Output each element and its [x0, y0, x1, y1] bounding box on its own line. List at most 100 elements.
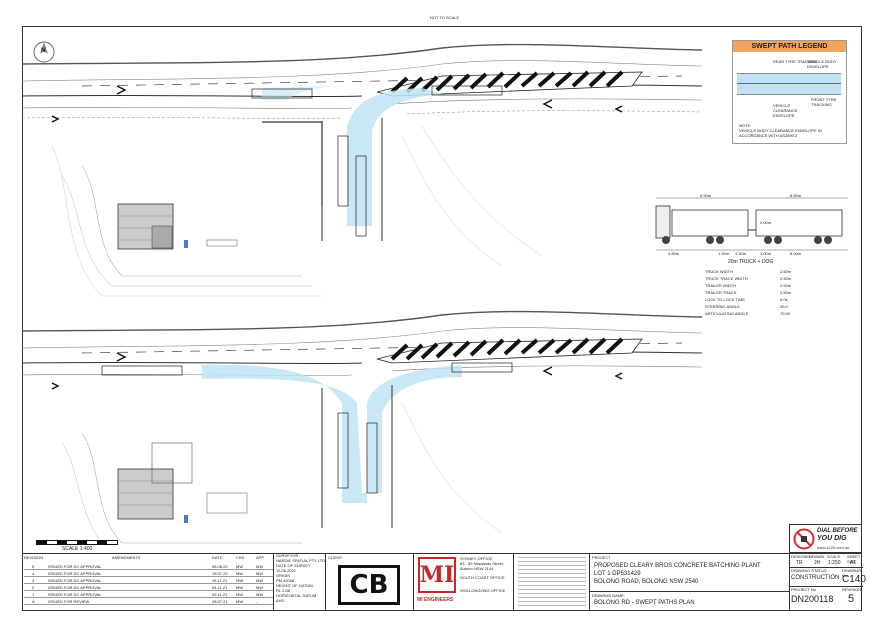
tf-divider — [790, 586, 863, 587]
legend-vehicle-body: VEHICLE BODY ENVELOPE — [807, 59, 837, 69]
client-panel: CLIENT: CB — [325, 553, 414, 611]
rev-num: 1 — [32, 592, 35, 597]
legend-title: SWEPT PATH LEGEND — [733, 41, 846, 52]
rev-ckd: MW — [236, 585, 244, 590]
rev-amend: ISSUED FOR DC APPROVAL — [48, 592, 102, 597]
copyright-notes — [513, 553, 590, 611]
rev-ckd: MW — [236, 564, 244, 569]
survey-label: HORIZONTAL DATUM — [276, 593, 317, 598]
plan-top — [22, 43, 702, 297]
tf-divider — [790, 567, 863, 568]
dim-c: 3.30m — [735, 251, 747, 256]
proj-value: DN200118 — [791, 594, 834, 604]
notes-text-block — [518, 557, 586, 607]
rev-date: 04.11.21 — [212, 585, 228, 590]
date-header: DATE — [212, 555, 223, 560]
rev-num: 5 — [32, 564, 35, 569]
survey-label: ORIGIN — [276, 573, 291, 578]
rev-amend: ISSUED FOR REVIEW — [48, 599, 90, 604]
dwg-value: C140 — [842, 574, 866, 585]
scale-label: SCALE — [827, 554, 841, 559]
drawing-name-label: DRAWING NAME: — [592, 593, 625, 598]
legend-note-text: VEHICLE BODY CLEARANCE ENVELOPE IN ACCOR… — [739, 128, 822, 138]
designed-label: DESIGNED — [791, 554, 812, 559]
rev-app: - — [256, 599, 258, 604]
project-line: PROPOSED CLEARY BROS CONCRETE BATCHING P… — [594, 563, 761, 569]
spec-label: ARTICULATING ANGLE — [705, 311, 749, 316]
rev-header: REVISION — [24, 555, 44, 560]
spec-label: TRUCK WIDTH — [705, 269, 733, 274]
office-line: SYDNEY OFFICE — [460, 556, 493, 561]
office-line: WOLLONGONG OFFICE — [460, 588, 506, 593]
rev-label: REVISION — [842, 587, 862, 592]
spec-value: 2.50m — [780, 283, 792, 288]
project-line: BOLONG ROAD, BOLONG NSW 2540 — [594, 579, 699, 585]
engineer-name: MI ENGINEERS — [417, 597, 454, 603]
survey-value: RL 2.88 — [276, 588, 290, 593]
rev-app: MW — [256, 592, 264, 597]
hatched-island-top — [376, 70, 643, 97]
spec-value: 70.00 — [780, 311, 791, 316]
spec-value: 2.50m — [780, 276, 792, 281]
rev-amend: ISSUED FOR DC APPROVAL — [48, 571, 102, 576]
dim-e: 8.00m — [790, 251, 802, 256]
dial-line3: www.1100.com.au — [817, 545, 850, 550]
sheet-value: A1 — [850, 560, 857, 566]
sheet-label: SHEET SIZE — [847, 554, 861, 564]
rev-ckd: MW — [236, 599, 244, 604]
engineer-logo: MI — [418, 557, 456, 593]
survey-label: SURVEYOR — [276, 553, 299, 558]
title-block — [22, 553, 862, 612]
plan-bottom — [22, 310, 702, 546]
legend-swatch — [737, 73, 841, 95]
office-line: SOUTH COAST OFFICE — [460, 575, 505, 580]
app-header: APP — [256, 555, 265, 560]
rev-app: MW — [256, 585, 264, 590]
project-line: LOT 1 DP531429 — [594, 571, 641, 577]
rev-num: 3 — [32, 578, 35, 583]
ckd-header: CKD — [236, 555, 245, 560]
project-panel: PROJECT PROPOSED CLEARY BROS CONCRETE BA… — [589, 553, 790, 611]
survey-label: HEIGHT OF DATUM — [276, 583, 313, 588]
spec-value: 2.50m — [780, 290, 792, 295]
dim-d: 1.00m — [760, 251, 772, 256]
rev-num: 2 — [32, 585, 35, 590]
dim-left: 6.90m — [700, 193, 712, 198]
vehicle-title: 20m TRUCK + DOG — [728, 259, 774, 265]
survey-info: SURVEYOR HARDIE SPATIAL PTY LTD DATE OF … — [273, 553, 326, 611]
legend-centerline — [737, 83, 841, 84]
drawing-name: BOLONG RD - SWEPT PATHS PLAN — [594, 600, 695, 606]
rev-date: 15.11.21 — [212, 578, 228, 583]
dim-b: 1.30m — [718, 251, 730, 256]
dim-right: 8.50m — [790, 193, 802, 198]
dial-line2: YOU DIG — [817, 535, 847, 542]
spec-label: TRAILER WIDTH — [705, 283, 737, 288]
survey-value: AHD — [276, 598, 285, 603]
survey-value: 15.06.2021 — [276, 568, 297, 573]
dial-before-you-dig: DIAL BEFORE YOU DIG www.1100.com.au — [789, 524, 862, 553]
rev-ckd: MW — [236, 571, 244, 576]
legend-rear-tyre: REAR TYRE TRACKING — [773, 59, 818, 64]
north-arrow: N — [32, 40, 56, 64]
rev-app: MW — [256, 571, 264, 576]
survey-label: DATE OF SURVEY — [276, 563, 311, 568]
swept-path-legend: SWEPT PATH LEGEND REAR TYRE TRACKING VEH… — [732, 40, 847, 144]
drawing-sheet — [22, 26, 862, 611]
legend-clearance: VEHICLE CLEARANCE ENVELOPE — [773, 103, 798, 118]
rev-amend: ISSUED FOR DC APPROVAL — [48, 564, 102, 569]
rev-ckd: MW — [236, 592, 244, 597]
no-dig-icon — [793, 528, 815, 550]
status-label: DRAWING STATUS — [791, 568, 827, 573]
scale-bar-label: SCALE 1:400 — [62, 546, 93, 552]
spec-value: 30.0 — [780, 304, 788, 309]
rev-num: 4 — [32, 571, 35, 576]
status-value: CONSTRUCTION — [791, 575, 840, 581]
amend-header: AMENDMENTS — [112, 555, 141, 560]
site-plan-drawing — [22, 43, 702, 546]
engineer-panel: MI MI ENGINEERS SYDNEY OFFICE 83 - 89 Ne… — [413, 553, 514, 611]
